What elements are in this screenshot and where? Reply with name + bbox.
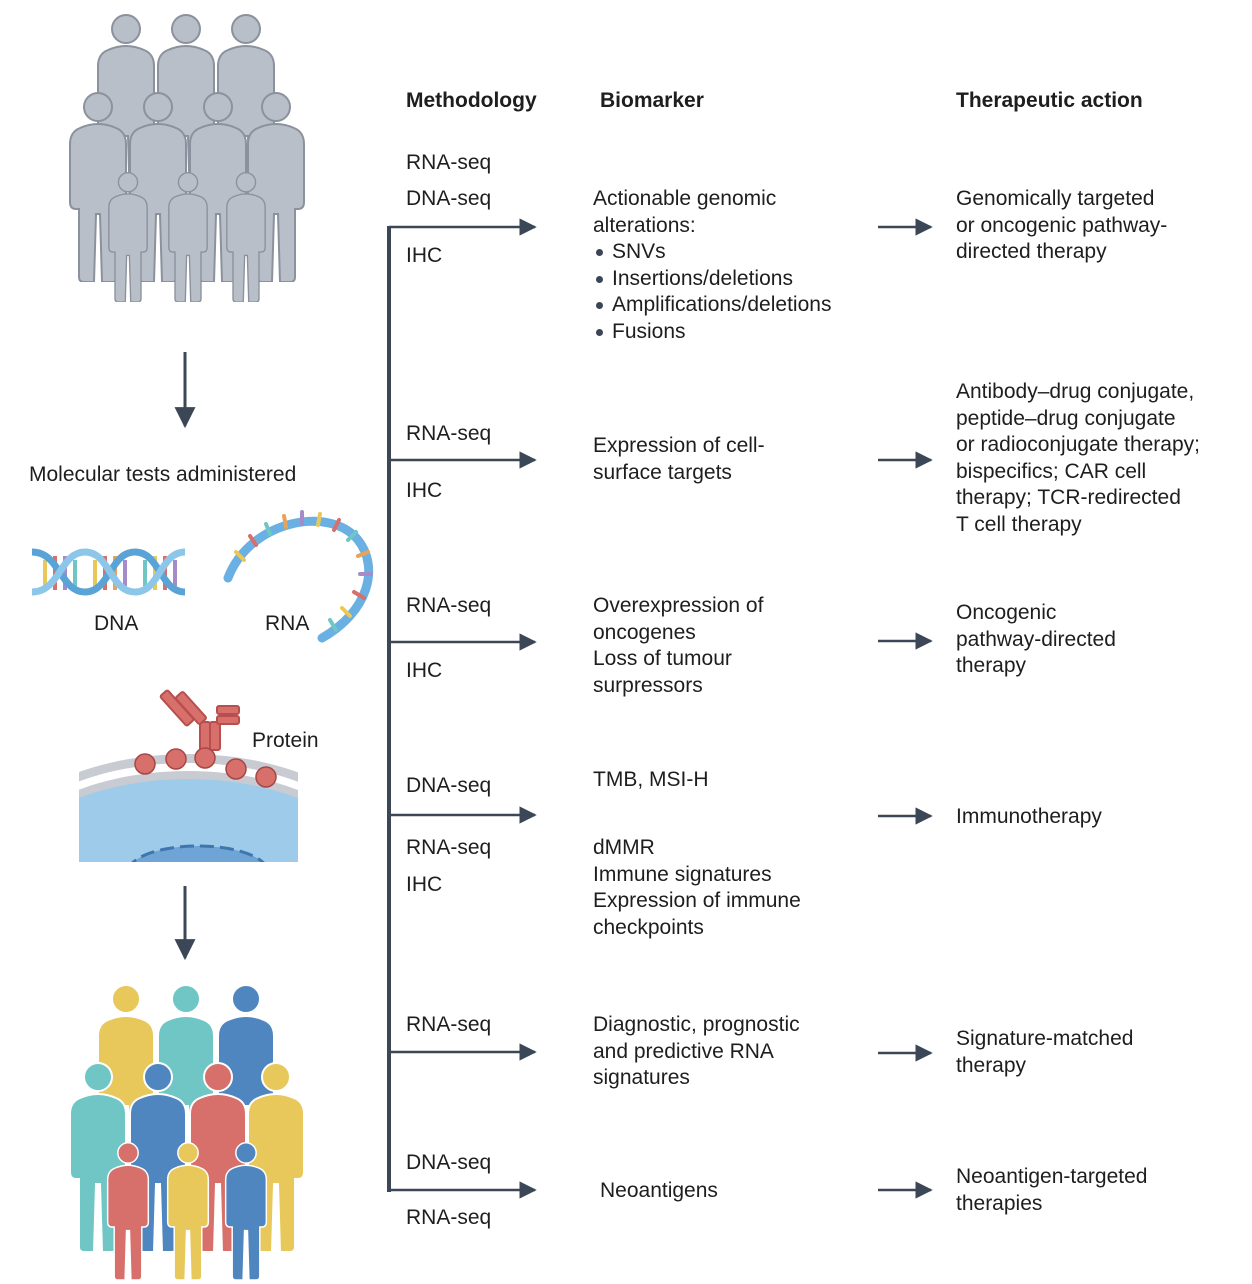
therapy-signature-matched: Signature-matched therapy	[956, 1027, 1134, 1077]
therapy-immunotherapy: Immunotherapy	[956, 805, 1102, 828]
methodology-rna-seq: RNA-seq	[406, 594, 492, 617]
genomic-alterations-list: SNVs Insertions/deletions Amplifications…	[593, 239, 831, 345]
list-item: Insertions/deletions	[593, 266, 831, 293]
biomarker-cell-surface-targets: Expression of cell- surface targets	[593, 434, 765, 484]
methodology-rna-seq: RNA-seq	[406, 1013, 492, 1036]
biomarker-immune: dMMR Immune signatures Expression of imm…	[593, 836, 801, 939]
methodology-arrows	[389, 218, 537, 1199]
cell-membrane-icon	[79, 700, 298, 862]
therapy-genomically-targeted: Genomically targeted or oncogenic pathwa…	[956, 187, 1168, 263]
antibody-icon	[159, 689, 240, 751]
molecular-tests-label: Molecular tests administered	[29, 463, 297, 486]
biomarker-neoantigens: Neoantigens	[600, 1179, 718, 1202]
methodology-ihc: IHC	[406, 479, 443, 502]
biomarker-tmb-msi: TMB, MSI-H	[593, 768, 709, 791]
rna-strand-icon	[223, 510, 374, 643]
therapy-neoantigen-targeted: Neoantigen-targeted therapies	[956, 1165, 1148, 1215]
rna-label: RNA	[265, 612, 310, 635]
methodology-dna-seq: DNA-seq	[406, 774, 492, 797]
list-item: SNVs	[593, 239, 831, 266]
patient-group-stratified-icon	[69, 984, 305, 1280]
protein-label: Protein	[252, 729, 319, 752]
therapy-oncogenic-pathway: Oncogenic pathway-directed therapy	[956, 601, 1116, 677]
methodology-ihc: IHC	[406, 659, 443, 682]
header-biomarker: Biomarker	[600, 89, 704, 112]
therapy-arrows	[878, 218, 933, 1199]
methodology-dna-seq: DNA-seq	[406, 1151, 492, 1174]
patient-group-untested-icon	[69, 14, 305, 302]
dna-helix-icon	[31, 548, 186, 596]
methodology-ihc: IHC	[406, 873, 443, 896]
header-methodology: Methodology	[406, 89, 537, 112]
header-therapeutic-action: Therapeutic action	[956, 89, 1143, 112]
biomarker-genomic-alterations: Actionable genomic alterations: SNVs Ins…	[593, 186, 831, 345]
biomarker-oncogene-expression: Overexpression of oncogenes Loss of tumo…	[593, 594, 764, 697]
methodology-ihc: IHC	[406, 244, 443, 267]
dna-label: DNA	[94, 612, 139, 635]
therapy-conjugates-bispecifics: Antibody–drug conjugate, peptide–drug co…	[956, 380, 1200, 536]
list-item: Fusions	[593, 319, 831, 346]
biomarker-rna-signatures: Diagnostic, prognostic and predictive RN…	[593, 1013, 800, 1089]
list-item: Amplifications/deletions	[593, 292, 831, 319]
methodology-rna-seq: RNA-seq	[406, 836, 492, 859]
methodology-rna-seq: RNA-seq	[406, 151, 492, 174]
protein-receptor-icon	[134, 747, 277, 788]
methodology-rna-seq: RNA-seq	[406, 422, 492, 445]
methodology-rna-seq: RNA-seq	[406, 1206, 492, 1229]
methodology-dna-seq: DNA-seq	[406, 187, 492, 210]
